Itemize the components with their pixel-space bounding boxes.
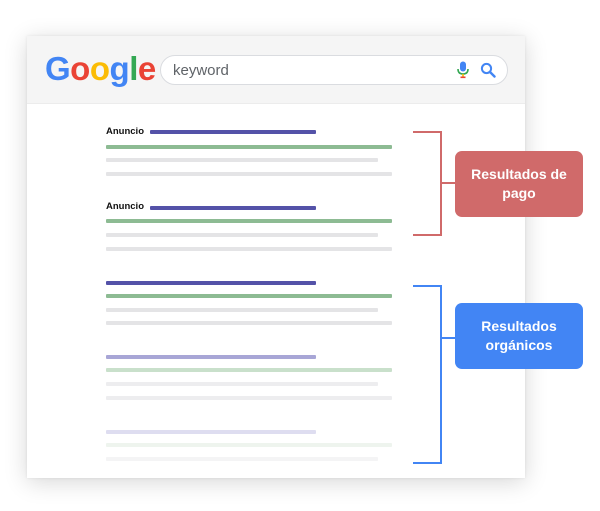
microphone-icon[interactable]: [456, 61, 470, 79]
result-snippet-line: [106, 308, 378, 312]
logo-letter: g: [109, 50, 130, 87]
result-url-line: [106, 368, 392, 372]
result-title-line[interactable]: [106, 355, 316, 359]
search-icon[interactable]: [480, 61, 496, 79]
result-title-line[interactable]: [106, 430, 316, 434]
paid-results-callout: Resultados de pago: [455, 151, 583, 217]
organic-results-bracket: [413, 285, 442, 464]
result-snippet-line: [106, 172, 392, 176]
result-url-line: [106, 145, 392, 149]
search-box[interactable]: [160, 55, 508, 85]
organic-bracket-connector: [442, 337, 456, 339]
logo-letter: e: [137, 50, 156, 87]
organic-results-callout: Resultados orgánicos: [455, 303, 583, 369]
ad-label: Anuncio: [106, 201, 144, 212]
paid-bracket-connector: [442, 182, 456, 184]
result-snippet-line: [106, 396, 392, 400]
result-snippet-line: [106, 233, 378, 237]
result-title-line[interactable]: [106, 281, 316, 285]
result-snippet-line: [106, 382, 378, 386]
search-input[interactable]: [173, 60, 433, 80]
search-header: Google: [27, 36, 525, 104]
google-logo[interactable]: Google: [45, 50, 156, 88]
result-snippet-line: [106, 158, 378, 162]
ad-label: Anuncio: [106, 126, 144, 137]
result-title-line[interactable]: [150, 130, 316, 134]
logo-letter: o: [70, 50, 90, 87]
result-url-line: [106, 294, 392, 298]
logo-letter: G: [45, 50, 71, 87]
result-title-line[interactable]: [150, 206, 316, 210]
paid-results-bracket: [413, 131, 442, 236]
result-url-line: [106, 443, 392, 447]
logo-letter: l: [129, 50, 138, 87]
browser-window: Google: [27, 36, 525, 478]
result-snippet-line: [106, 457, 378, 461]
result-url-line: [106, 219, 392, 223]
result-snippet-line: [106, 321, 392, 325]
logo-letter: o: [89, 50, 110, 87]
result-snippet-line: [106, 247, 392, 251]
